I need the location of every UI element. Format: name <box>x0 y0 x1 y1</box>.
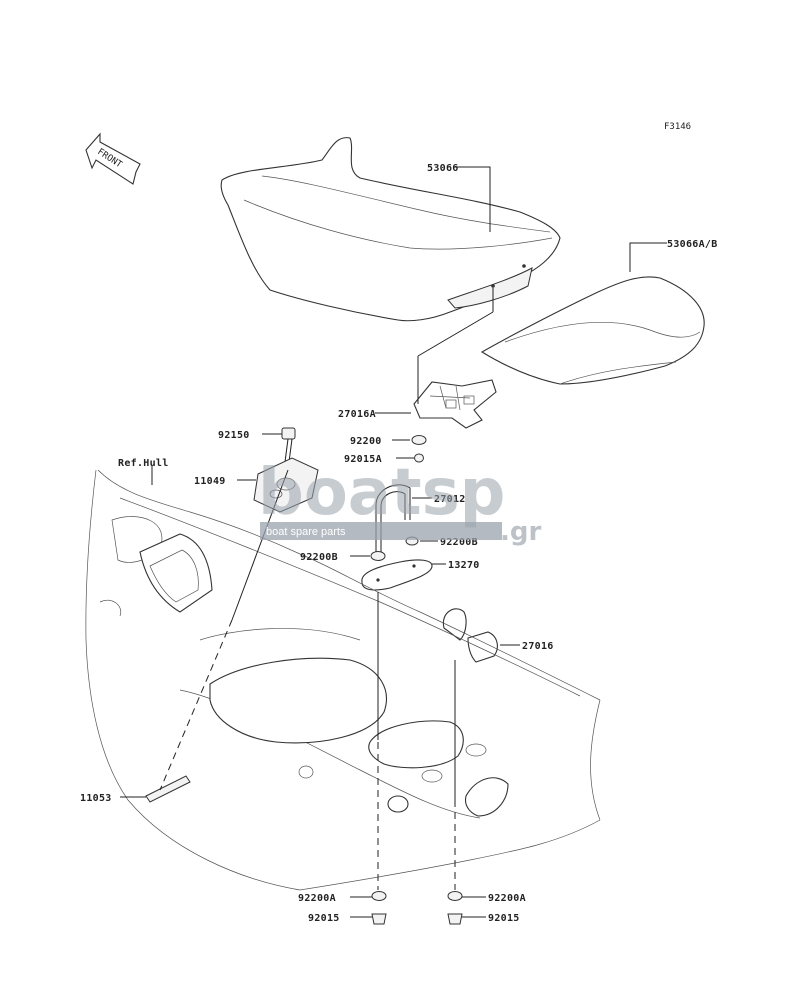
washer-92200 <box>411 435 427 445</box>
part-label-92015-left: 92015 <box>308 913 340 924</box>
seat-53066ab <box>480 276 705 385</box>
ref-hull-label: Ref.Hull <box>118 458 169 469</box>
part-label-92015a: 92015A <box>344 454 382 465</box>
washer-92200a-left <box>371 891 387 901</box>
nut-92015a <box>414 453 424 463</box>
watermark-tld: .gr <box>500 517 541 547</box>
bolt-92150 <box>281 427 296 463</box>
part-label-11049: 11049 <box>194 476 226 487</box>
figure-code: F3146 <box>664 122 691 132</box>
part-label-92200a-right: 92200A <box>488 893 526 904</box>
part-label-13270: 13270 <box>448 560 480 571</box>
part-label-92200b-right: 92200B <box>440 537 478 548</box>
ubolt-27012 <box>375 484 411 552</box>
front-arrow-icon: FRONT <box>85 132 141 185</box>
part-label-92150: 92150 <box>218 430 250 441</box>
hull-outline <box>85 469 601 891</box>
watermark-logo: boatsp boat spare parts .gr <box>258 456 541 547</box>
part-label-92200: 92200 <box>350 436 382 447</box>
part-label-92015-right: 92015 <box>488 913 520 924</box>
part-label-11053: 11053 <box>80 793 112 804</box>
nut-92015-right <box>447 913 463 925</box>
part-label-27016a: 27016A <box>338 409 376 420</box>
plate-11049 <box>253 457 319 513</box>
bracket-27016a <box>413 379 497 429</box>
part-label-92200a-left: 92200A <box>298 893 336 904</box>
strap-11053 <box>145 775 191 803</box>
latch-27016 <box>442 608 498 663</box>
part-label-53066: 53066 <box>427 163 459 174</box>
gasket-13270 <box>361 559 433 591</box>
part-label-27016: 27016 <box>522 641 554 652</box>
part-label-92200b-left: 92200B <box>300 552 338 563</box>
watermark-brand: boatsp <box>258 456 505 530</box>
watermark-tagline: boat spare parts <box>266 526 346 538</box>
nut-92015-left <box>371 913 387 925</box>
assembly-lines <box>159 288 494 890</box>
part-label-53066ab: 53066A/B <box>667 239 718 250</box>
part-label-27012: 27012 <box>434 494 466 505</box>
seat-53066 <box>220 137 561 322</box>
leader-lines <box>120 166 667 918</box>
washer-92200a-right <box>447 891 463 901</box>
washer-92200b-left <box>370 551 386 561</box>
